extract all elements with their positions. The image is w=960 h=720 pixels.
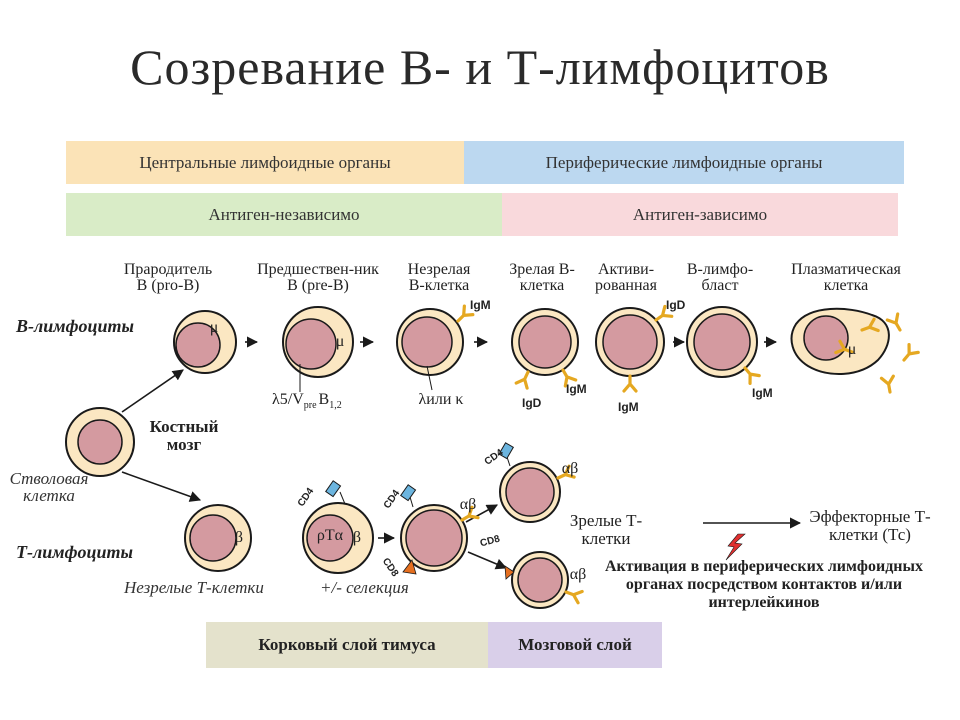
arrow-dp-to-cd8 bbox=[467, 551, 508, 570]
b12-text: B bbox=[318, 391, 330, 408]
pro-b-nucleus bbox=[175, 322, 221, 368]
vpre-subscript: pre bbox=[303, 400, 317, 412]
stem-cell-label: Стволовая клетка bbox=[9, 469, 89, 505]
thymus-cortex-band: Корковый слой тимуса bbox=[206, 622, 488, 668]
b12-subscript: 1,2 bbox=[329, 400, 342, 412]
cd8-t-alpha-beta-chain: αβ bbox=[569, 566, 587, 583]
activation-lightning-icon bbox=[725, 533, 746, 561]
arrow-stem-to-pro-b bbox=[121, 369, 184, 413]
lambda-kappa-label: λили κ bbox=[418, 391, 464, 408]
central-organs-label: Центральные лимфоидные органы bbox=[139, 152, 391, 172]
mature-t-cd8-marker bbox=[504, 565, 515, 580]
pre-t-nucleus bbox=[306, 514, 354, 562]
mature-t-cd4-marker bbox=[498, 442, 515, 460]
pointer-lambda-kappa bbox=[426, 365, 433, 391]
lymphoblast-label: В-лимфо-бласт bbox=[686, 261, 754, 294]
mature-b-igd-label: IgD bbox=[522, 396, 542, 410]
activation-note: Активация в периферических лимфоидных ор… bbox=[605, 558, 923, 611]
pre-b-label: Предшествен-ник В (pre-B) bbox=[257, 261, 379, 294]
b-lymphoblast-nucleus bbox=[693, 313, 751, 371]
peripheral-organs-label: Периферические лимфоидные органы bbox=[545, 152, 823, 172]
immature-t-beta-chain: β bbox=[234, 529, 244, 546]
arrow-stem-to-t bbox=[121, 471, 202, 502]
pre-b-nucleus bbox=[285, 318, 337, 370]
mature-b-igm-label: IgM bbox=[566, 382, 587, 396]
immature-t-nucleus bbox=[189, 514, 237, 562]
immature-b-label: Незрелая В-клетка bbox=[407, 261, 471, 294]
activated-b-label: Активи-рованная bbox=[594, 261, 658, 294]
effector-t-label: Эффекторные Т-клетки (Тс) bbox=[809, 507, 931, 544]
pre-t-alpha-chain: ρTα bbox=[316, 527, 344, 544]
antigen-dependent-band: Антиген-зависимо bbox=[502, 193, 898, 236]
thymus-medulla-label: Мозговой слой bbox=[518, 635, 632, 654]
bone-marrow-label: Костный мозг bbox=[149, 417, 219, 454]
antigen-independent-label: Антиген-независимо bbox=[208, 204, 360, 224]
dp-cd4-marker bbox=[400, 484, 417, 502]
cd4-t-alpha-beta-chain: αβ bbox=[561, 460, 579, 477]
page-title: Созревание В- и Т-лимфоцитов bbox=[130, 39, 830, 95]
central-organs-band: Центральные лимфоидные органы bbox=[66, 141, 464, 184]
immature-b-igm-label: IgM bbox=[470, 298, 491, 312]
lambda5-text: λ5/V bbox=[272, 391, 304, 408]
antigen-independent-band: Антиген-независимо bbox=[66, 193, 502, 236]
double-positive-t-nucleus bbox=[405, 509, 463, 567]
thymus-cortex-label: Корковый слой тимуса bbox=[258, 635, 436, 654]
plasma-mu-chain: μ bbox=[847, 341, 857, 358]
activated-b-igm-receptor bbox=[622, 374, 638, 393]
t-lymphocytes-row-label: Т-лимфоциты bbox=[16, 542, 133, 562]
mature-t-label: Зрелые Т-клетки bbox=[569, 511, 643, 548]
peripheral-organs-band: Периферические лимфоидные органы bbox=[464, 141, 904, 184]
blast-igm-label: IgM bbox=[752, 386, 773, 400]
b-lymphocytes-row-label: В-лимфоциты bbox=[16, 316, 134, 336]
activated-b-igm-label: IgM bbox=[618, 400, 639, 414]
pre-t-beta-chain: β bbox=[352, 529, 362, 546]
immature-b-nucleus bbox=[401, 316, 453, 368]
mature-cd8-t-nucleus bbox=[517, 557, 563, 603]
mature-b-nucleus bbox=[518, 315, 572, 369]
thymus-medulla-band: Мозговой слой bbox=[488, 622, 662, 668]
antigen-dependent-label: Антиген-зависимо bbox=[632, 204, 768, 224]
stem-cell-nucleus bbox=[77, 419, 123, 465]
dp-alpha-beta-chain: αβ bbox=[459, 496, 477, 513]
mature-cd4-t-nucleus bbox=[505, 467, 555, 517]
activated-b-igd-label: IgD bbox=[666, 298, 686, 312]
immature-t-label: Незрелые Т-клетки bbox=[124, 578, 264, 597]
activated-b-nucleus bbox=[602, 314, 658, 370]
mature-b-label: Зрелая В-клетка bbox=[509, 261, 575, 294]
pro-b-label: Прародитель В (pro-B) bbox=[123, 261, 213, 294]
arrow-dp-to-cd4 bbox=[465, 504, 498, 523]
pre-b-mu-chain: μ bbox=[335, 333, 345, 350]
selection-label: +/- селекция bbox=[320, 578, 409, 597]
pro-b-mu-chain: μ bbox=[209, 319, 219, 336]
plasma-cell-nucleus bbox=[803, 315, 849, 361]
dp-cd8-marker bbox=[402, 559, 417, 575]
plasma-cell-label: Плазматическая клетка bbox=[791, 261, 901, 294]
pre-t-cd4-marker bbox=[325, 480, 342, 498]
